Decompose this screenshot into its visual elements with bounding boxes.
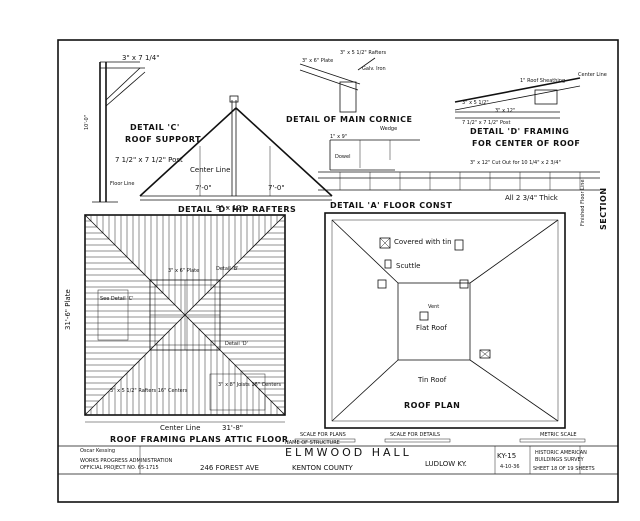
structure-name: ELMWOOD HALL: [285, 446, 412, 459]
detail-a-dowel: Dowel: [335, 154, 350, 160]
survey-line2: BUILDINGS SURVEY: [535, 457, 585, 463]
detail-a-title: DETAIL 'A' FLOOR CONST: [330, 201, 452, 210]
detail-d-cut: 3" x 12" Cut Out for 10 1/4" x 2 3/4": [470, 160, 561, 166]
detail-c: 3" x 7 1/4" DETAIL 'C' ROOF SUPPORT 7 1/…: [84, 54, 333, 212]
framing-joists: 3" x 8" Joists 16" Centers: [218, 382, 281, 388]
detail-d-title: DETAIL 'D' FRAMING: [470, 127, 569, 136]
hip-rafters-title: DETAIL 'D' HIP RAFTERS: [178, 205, 296, 214]
framing-see-c: See Detail 'C': [100, 296, 133, 302]
detail-c-dim-left: 7'-0": [195, 184, 212, 192]
framing-see-b: Detail 'B': [216, 266, 239, 272]
name-of-structure: NAME OF STRUCTURE: [285, 440, 340, 446]
framing-side: 31'-6" Plate: [64, 289, 72, 330]
detail-c-post: 7 1/2" x 7 1/2" Post: [115, 156, 183, 164]
detail-a-thick: All 2 3/4" Thick: [505, 194, 559, 202]
survey-line1: HISTORIC AMERICAN: [535, 450, 587, 456]
city: LUDLOW KY.: [425, 460, 467, 468]
detail-d-post: 7 1/2" x 7 1/2" Post: [462, 120, 510, 126]
detail-a-floor: Dowel All 2 3/4" Thick DETAIL 'A' FLOOR …: [318, 154, 608, 230]
detail-d-beam: 3" x 12": [495, 108, 515, 114]
roof-framing-plan: DETAIL 'D' HIP RAFTERS See Detail 'C' De…: [64, 205, 296, 444]
framing-title: ROOF FRAMING PLANS ATTIC FLOOR: [110, 435, 289, 444]
framing-see-d: Detail 'D': [225, 341, 248, 347]
cornice-rafters: 3" x 5 1/2" Rafters: [340, 50, 387, 56]
detail-c-dim-vert: 10'-0": [84, 115, 90, 130]
cornice-dim: 1" x 9": [330, 134, 347, 140]
detail-c-dim-right: 7'-0": [268, 184, 285, 192]
cornice-plate: 3" x 6" Plate: [302, 58, 333, 64]
scale-plans: SCALE FOR PLANS: [300, 432, 346, 438]
detail-main-cornice: 3" x 5 1/2" Rafters 3" x 6" Plate Galv. …: [286, 50, 420, 171]
framing-rafters: 3" x 5 1/2" Rafters 16" Centers: [110, 388, 188, 394]
framing-center-line: Center Line: [160, 424, 200, 432]
section-label: SECTION: [599, 187, 608, 230]
roof-plan: Covered with tin Scuttle Vent Flat Roof …: [324, 212, 566, 429]
detail-c-title: DETAIL 'C': [130, 123, 180, 132]
detail-c-beam: 3" x 12": [216, 204, 244, 212]
county: KENTON COUNTY: [292, 464, 354, 472]
detail-c-subtitle: ROOF SUPPORT: [125, 135, 201, 144]
framing-plate: 3" x 6" Plate: [168, 268, 199, 274]
detail-d-rafter: 3" x 5 1/2": [462, 100, 489, 106]
title-block: Oscar Kessing WORKS PROGRESS ADMINISTRAT…: [58, 440, 618, 475]
wpa-line1: WORKS PROGRESS ADMINISTRATION: [80, 458, 173, 464]
roof-vent: Vent: [428, 304, 439, 310]
address: 246 FOREST AVE: [200, 464, 259, 472]
cornice-wedge: Wedge: [380, 126, 397, 132]
delineator: Oscar Kessing: [80, 448, 115, 454]
detail-d-center: Center Line: [578, 72, 607, 78]
roof-covered: Covered with tin: [394, 238, 452, 246]
scale-metric: METRIC SCALE: [540, 432, 577, 438]
roof-tin: Tin Roof: [417, 376, 447, 384]
cornice-title: DETAIL OF MAIN CORNICE: [286, 115, 413, 124]
survey-no: KY-15: [497, 452, 516, 460]
framing-dim: 31'-8": [222, 424, 243, 432]
detail-d-sheathing: 1" Roof Sheathing: [520, 78, 565, 84]
detail-d-subtitle: FOR CENTER OF ROOF: [472, 139, 580, 148]
detail-d-framing: 1" Roof Sheathing Center Line 3" x 5 1/2…: [454, 72, 607, 166]
scale-details: SCALE FOR DETAILS: [390, 432, 440, 438]
detail-c-post-top: 3" x 7 1/4": [122, 54, 159, 62]
detail-c-center-line: Center Line: [190, 166, 230, 174]
detail-a-finished: Finished Floor Line: [580, 179, 586, 226]
cornice-iron: Galv. Iron: [362, 66, 386, 72]
roof-plan-title: ROOF PLAN: [404, 401, 460, 410]
wpa-line2: OFFICIAL PROJECT NO. 65-1715: [80, 465, 159, 471]
detail-c-floor: Floor Line: [110, 181, 134, 187]
scale-bars: SCALE FOR PLANS SCALE FOR DETAILS METRIC…: [294, 432, 586, 443]
sheet-border: [57, 39, 619, 503]
date: 4-10-36: [500, 464, 520, 470]
roof-scuttle: Scuttle: [396, 262, 420, 270]
roof-flat: Flat Roof: [416, 324, 447, 332]
sheet-number: SHEET 18 OF 19 SHEETS: [533, 466, 595, 472]
